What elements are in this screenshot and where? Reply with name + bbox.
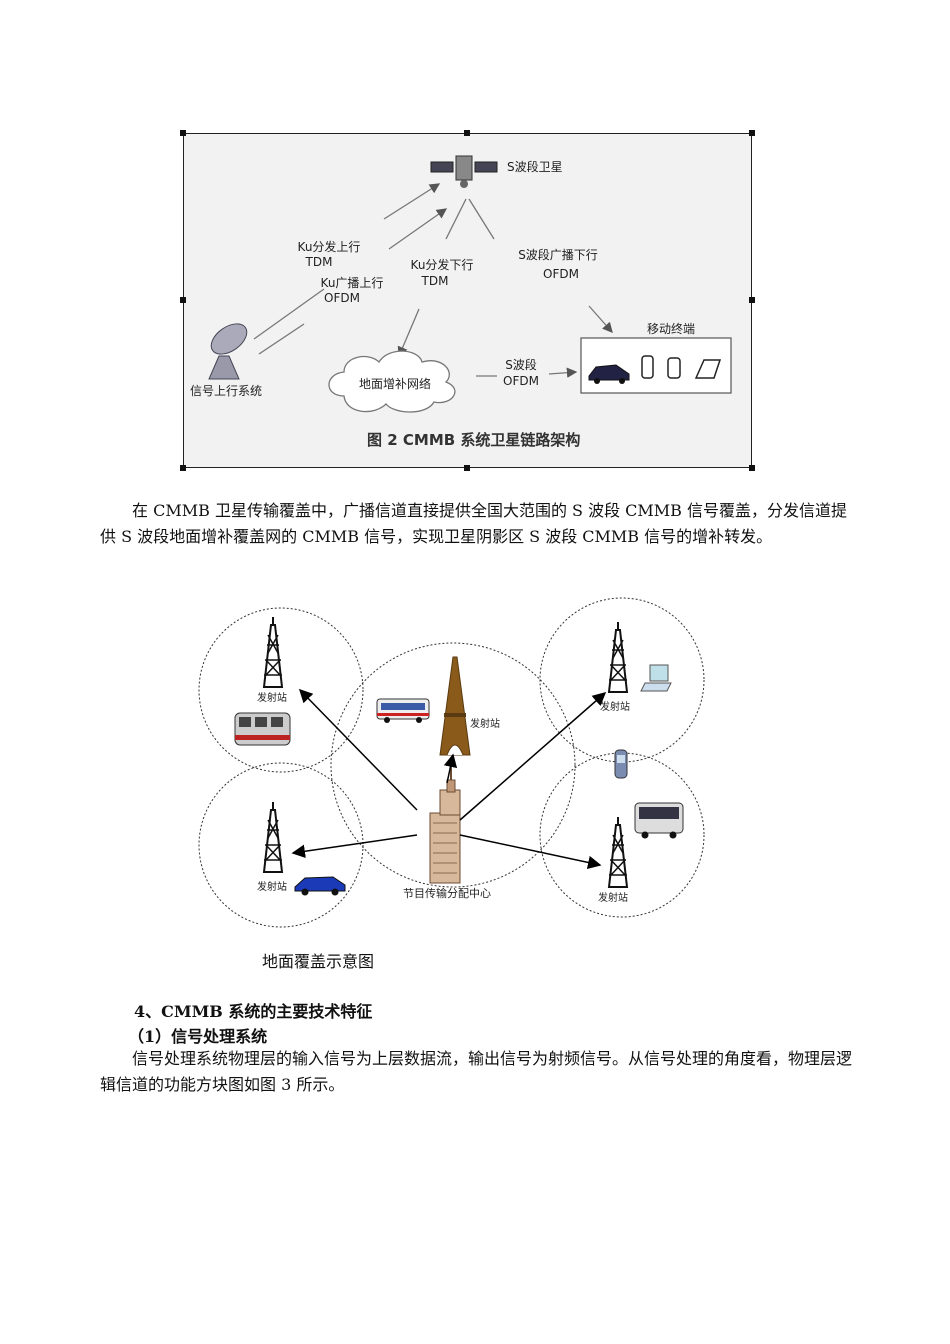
station-label: 发射站 — [257, 692, 287, 706]
body-paragraph: 在 CMMB 卫星传输覆盖中，广播信道直接提供全国大范围的 S 波段 CMMB … — [100, 498, 860, 550]
car-icon — [295, 877, 345, 896]
laptop-icon — [641, 665, 671, 691]
phone-icon — [615, 750, 627, 778]
tower-icon — [609, 817, 627, 887]
coach-icon — [635, 803, 683, 839]
ku-broadcast-uplink-label: Ku广播上行 — [312, 276, 392, 290]
subsection-heading: （1）信号处理系统 — [128, 1023, 267, 1047]
distribution-center-label: 节目传输分配中心 — [403, 887, 491, 901]
station-label: 发射站 — [600, 701, 630, 715]
ground-network-label: 地面增补网络 — [359, 377, 431, 391]
pda-icon — [668, 358, 680, 378]
s-downlink-label: S波段广播下行 — [508, 248, 608, 262]
train-icon — [235, 713, 290, 745]
ku-uplink-mode: TDM — [284, 255, 354, 269]
section-heading: 4、CMMB 系统的主要技术特征 — [134, 998, 372, 1022]
phone-icon — [642, 356, 653, 378]
satellite-link-figure: S波段卫星 Ku分发上行 TDM Ku广播上行 OFDM Ku分发下行 TDM … — [183, 133, 752, 468]
station-label: 发射站 — [470, 718, 500, 732]
figure1-caption: 图 2 CMMB 系统卫星链路架构 — [367, 433, 580, 447]
s-band-label: S波段 — [496, 358, 546, 372]
eiffel-tower-icon — [440, 657, 470, 755]
satellite-link-diagram — [184, 134, 751, 467]
figure2-caption: 地面覆盖示意图 — [262, 948, 374, 972]
s-downlink-mode: OFDM — [528, 267, 594, 281]
tower-icon — [264, 802, 282, 872]
satellite-icon — [431, 156, 497, 188]
ku-broadcast-mode: OFDM — [312, 291, 372, 305]
station-label: 发射站 — [598, 892, 628, 906]
s-band-mode: OFDM — [496, 374, 546, 388]
tower-icon — [264, 617, 282, 687]
mobile-terminal-label: 移动终端 — [647, 322, 695, 336]
building-icon — [430, 767, 460, 883]
ku-uplink-label: Ku分发上行 — [284, 240, 374, 254]
ku-downlink-label: Ku分发下行 — [402, 258, 482, 272]
dish-antenna-icon — [206, 318, 253, 379]
satellite-label: S波段卫星 — [507, 160, 563, 174]
ground-coverage-figure: 发射站 发射站 发射站 发射站 发射站 节目传输分配中心 — [195, 595, 715, 940]
body-paragraph: 信号处理系统物理层的输入信号为上层数据流，输出信号为射频信号。从信号处理的角度看… — [100, 1046, 860, 1098]
ku-downlink-mode: TDM — [402, 274, 468, 288]
bus-icon — [377, 699, 429, 723]
uplink-system-label: 信号上行系统 — [190, 384, 262, 398]
station-label: 发射站 — [257, 881, 287, 895]
tower-icon — [609, 622, 627, 692]
coverage-circle-tl — [199, 608, 363, 772]
